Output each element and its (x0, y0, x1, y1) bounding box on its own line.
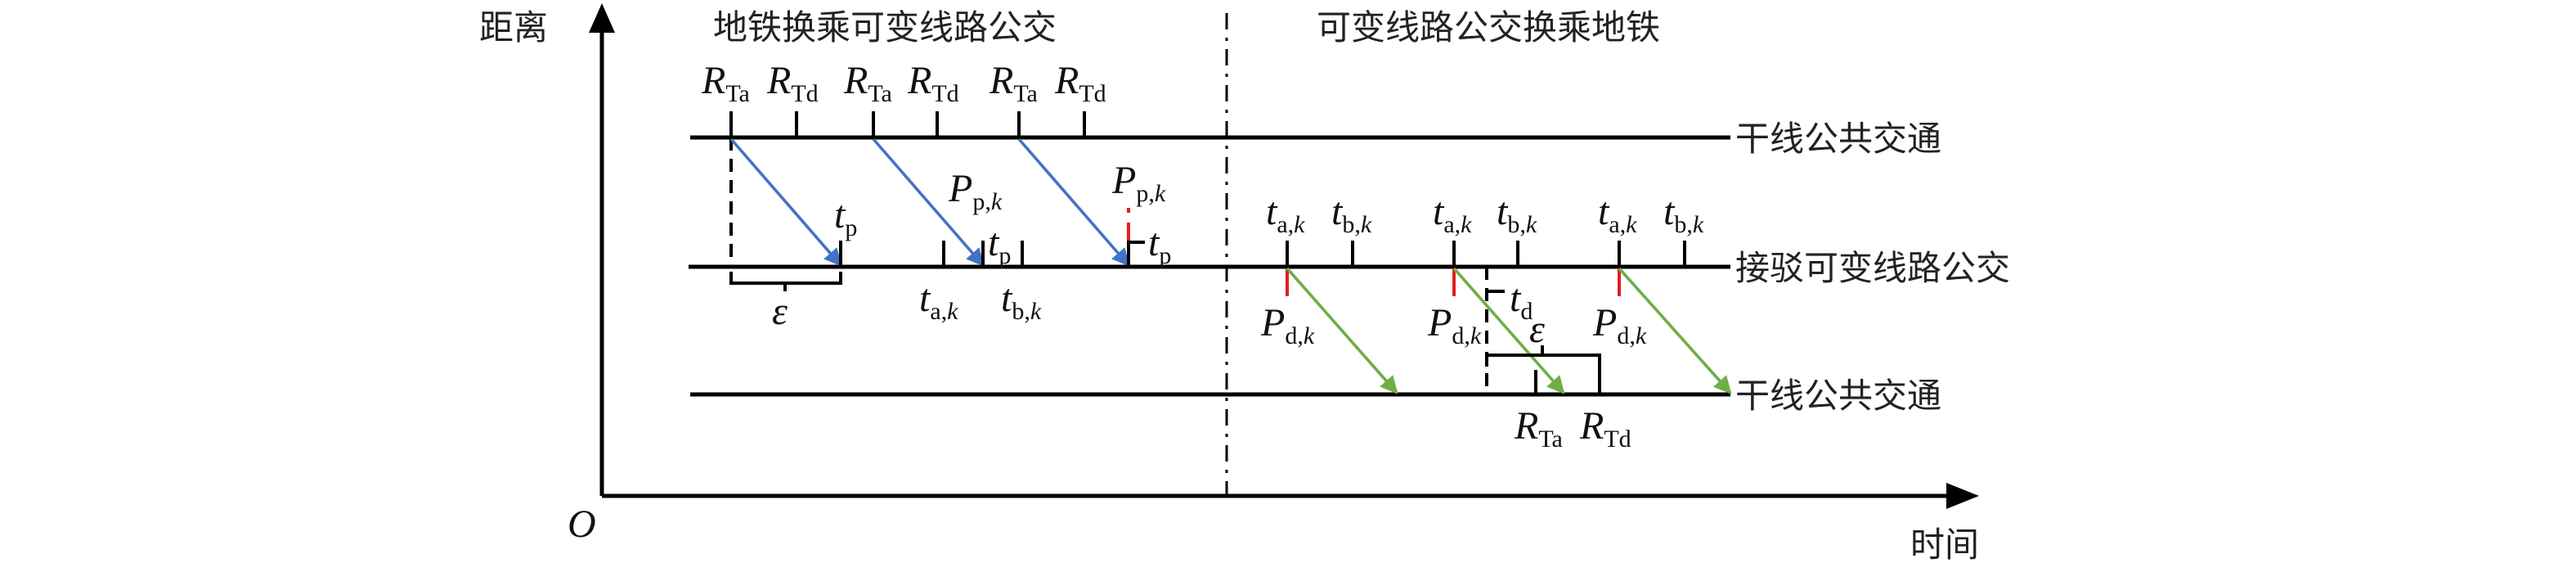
y-axis-label: 距离 (479, 7, 548, 47)
boarding-transfer-arrow (872, 137, 985, 267)
left-section-title: 地铁换乘可变线路公交 (713, 7, 1057, 47)
departure-bracket (1127, 241, 1145, 267)
label-r_td: RTd (766, 59, 819, 107)
label-t-bk: tb,k (1497, 190, 1537, 238)
label-t-ak: ta,k (1266, 190, 1305, 238)
alighting-transfer-arrow (1286, 267, 1398, 394)
label-t-b-k: tb,k (1001, 277, 1042, 325)
origin-label: O (568, 502, 596, 546)
label-r_td: RTd (907, 59, 959, 107)
label-p-d-k: Pd,k (1260, 301, 1315, 349)
x-axis-label: 时间 (1910, 525, 1979, 563)
label-r_td: RTd (1054, 59, 1106, 107)
label-epsilon: ε (1529, 308, 1545, 351)
epsilon-bracket (729, 272, 842, 291)
label-p-p-k: Pp,k (948, 167, 1003, 215)
label-p-d-k: Pd,k (1427, 301, 1482, 349)
feeder-line-label: 接驳可变线路公交 (1735, 248, 2010, 288)
trunk-line-top-label: 干线公共交通 (1735, 119, 1941, 159)
boarding-transfer-arrow (1017, 137, 1130, 267)
label-r_ta: RTa (989, 59, 1038, 107)
label-t-a-k: ta,k (919, 277, 958, 325)
right-section-title: 可变线路公交换乘地铁 (1317, 7, 1660, 47)
alighting-transfer-arrow (1618, 267, 1732, 394)
label-r-ta: RTa (1514, 404, 1563, 453)
label-r_ta: RTa (843, 59, 892, 107)
label-t-ak: ta,k (1598, 190, 1637, 238)
x-axis-arrow-icon (1946, 483, 1979, 509)
label-t-d: td (1510, 277, 1533, 325)
label-r_ta: RTa (701, 59, 750, 107)
label-p-p-k: Pp,k (1111, 159, 1166, 207)
label-epsilon: ε (772, 290, 788, 333)
boarding-transfer-arrow (729, 137, 842, 267)
label-r-td: RTd (1579, 404, 1631, 453)
label-p-d-k: Pd,k (1592, 301, 1647, 349)
label-t-p: tp (834, 193, 857, 241)
label-t-bk: tb,k (1663, 190, 1704, 238)
label-t-bk: tb,k (1331, 190, 1372, 238)
label-t-p: tp (988, 221, 1011, 269)
trunk-line-bottom-label: 干线公共交通 (1735, 376, 1941, 416)
label-t-p: tp (1148, 221, 1171, 269)
y-axis-arrow-icon (589, 3, 615, 33)
label-t-ak: ta,k (1433, 190, 1472, 238)
alighting-transfer-arrow (1452, 267, 1565, 394)
